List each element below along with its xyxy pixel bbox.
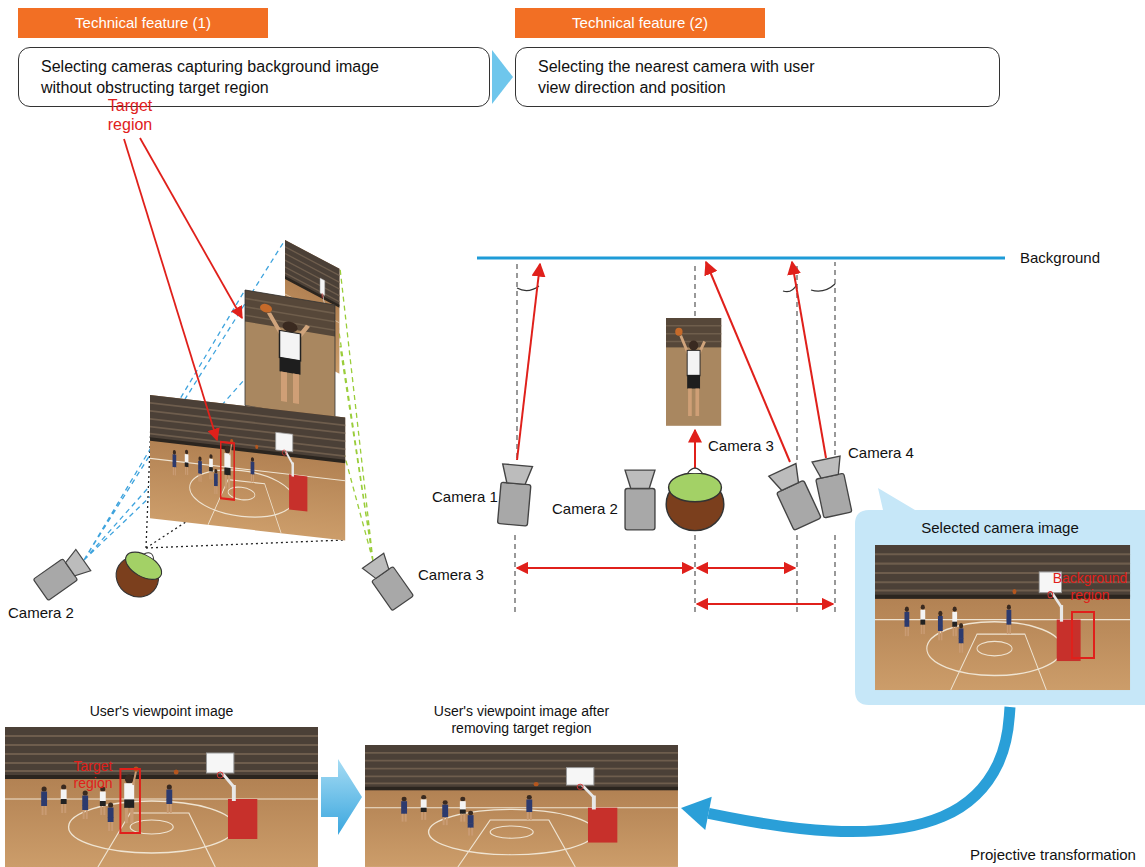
user-view-image-part bbox=[5, 727, 318, 867]
target-panel-part bbox=[245, 290, 335, 421]
camera-icon bbox=[625, 470, 655, 530]
camera-icon bbox=[33, 549, 91, 600]
connector-arrow bbox=[321, 759, 362, 835]
angle-arcs-part bbox=[811, 284, 835, 291]
region-label: Background region bbox=[1050, 570, 1130, 604]
node-text: Selected camera image bbox=[921, 518, 1079, 537]
process-box: Selecting the nearest camera with user v… bbox=[515, 47, 1000, 107]
target-leader-arrows bbox=[124, 138, 242, 440]
distance-arrows-part bbox=[517, 567, 693, 569]
selected-camera-image bbox=[875, 545, 1130, 690]
camera-icon bbox=[498, 464, 533, 526]
connector-arrow bbox=[681, 707, 1010, 832]
region-label: Target region bbox=[66, 758, 120, 792]
camera-icon bbox=[362, 553, 413, 611]
callout-outline bbox=[855, 510, 1145, 705]
angle-arcs-part bbox=[783, 284, 797, 292]
target-panel-part bbox=[245, 290, 335, 421]
background-line bbox=[477, 257, 1005, 260]
node-text: Technical feature (2) bbox=[572, 13, 708, 33]
view-panel-part bbox=[173, 435, 259, 499]
chevron-arrow bbox=[492, 50, 513, 104]
distance-arrows-part bbox=[697, 567, 795, 569]
edge-label: Projective transformation bbox=[968, 846, 1138, 864]
user-view-image-part bbox=[124, 766, 138, 823]
node-text: Technical feature (1) bbox=[75, 13, 211, 33]
angle-arcs bbox=[517, 284, 835, 292]
camera-direction-arrows-part bbox=[706, 262, 790, 462]
view-dotted-lines bbox=[146, 396, 345, 548]
angle-arcs-part bbox=[517, 286, 539, 291]
arrow-head bbox=[681, 797, 712, 830]
distance-arrows-part bbox=[697, 603, 833, 605]
region-label: Target region bbox=[98, 96, 162, 134]
camera-label: Camera 4 bbox=[848, 444, 914, 462]
distance-arrows bbox=[517, 568, 833, 604]
node-text: User's viewpoint image after removing ta… bbox=[422, 703, 622, 737]
view-dotted-lines-part bbox=[146, 396, 345, 548]
image-panel: User's viewpoint image bbox=[5, 700, 318, 867]
view-panel-part bbox=[150, 395, 345, 541]
view-axis-lines bbox=[515, 262, 835, 612]
connectors bbox=[321, 50, 1010, 835]
block-arrow bbox=[321, 759, 362, 835]
camera-label: Camera 2 bbox=[8, 604, 74, 622]
feature-tag: Technical feature (2) bbox=[515, 8, 765, 38]
removed-view-image-part bbox=[365, 745, 678, 867]
image-callout: Selected camera image bbox=[855, 510, 1145, 705]
process-box: Selecting cameras capturing background i… bbox=[18, 47, 490, 107]
connector-arrow bbox=[492, 50, 513, 104]
user-head bbox=[109, 542, 170, 604]
court-photo bbox=[875, 545, 1130, 690]
target-leader-arrows-part bbox=[140, 138, 242, 318]
background-region-box bbox=[1072, 612, 1094, 658]
image-panel: User's viewpoint image after removing ta… bbox=[365, 700, 678, 867]
background-label: Background bbox=[1020, 249, 1100, 267]
user-head bbox=[666, 468, 724, 530]
target-panel bbox=[245, 290, 335, 421]
node-text: Selecting the nearest camera with user v… bbox=[538, 56, 838, 98]
node-text: User's viewpoint image bbox=[90, 703, 234, 720]
camera-direction-arrows bbox=[517, 262, 826, 470]
callout-bubble bbox=[855, 488, 1145, 705]
camera-label: Camera 2 bbox=[552, 500, 618, 518]
camera-icon bbox=[769, 464, 821, 531]
camera-icon bbox=[812, 456, 852, 518]
view-panel bbox=[150, 395, 345, 541]
target-leader-arrows-part bbox=[124, 139, 217, 440]
view-panel-part bbox=[221, 442, 234, 500]
removed-view-image-part bbox=[401, 782, 538, 836]
camera-direction-arrows-part bbox=[694, 430, 696, 470]
players bbox=[904, 589, 1016, 653]
feature-tag: Technical feature (1) bbox=[18, 8, 268, 38]
node-text: Selecting cameras capturing background i… bbox=[41, 56, 381, 98]
camera-label: Camera 3 bbox=[418, 566, 484, 584]
left-illustration bbox=[33, 138, 413, 611]
removed-view-image bbox=[365, 745, 678, 867]
target-photo bbox=[666, 318, 721, 426]
curved-arrow bbox=[708, 707, 1010, 832]
view-axis-lines-part bbox=[517, 262, 835, 460]
user-view-image bbox=[5, 727, 318, 867]
camera-direction-arrows-part bbox=[517, 264, 540, 460]
view-axis-lines-part bbox=[515, 535, 835, 612]
camera-label: Camera 1 bbox=[432, 488, 498, 506]
camera-direction-arrows-part bbox=[792, 262, 826, 458]
user-view-image-part bbox=[120, 769, 140, 833]
view-panel-part bbox=[224, 438, 233, 489]
camera-label: Camera 3 bbox=[708, 437, 774, 455]
